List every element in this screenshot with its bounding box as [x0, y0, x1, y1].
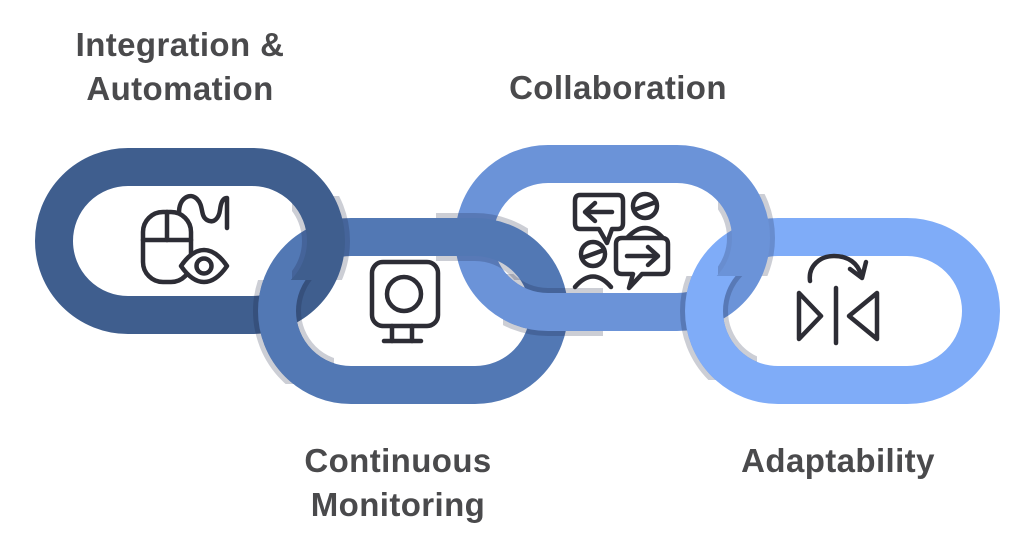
label-line: Automation [86, 70, 274, 107]
label-line: Integration & [75, 26, 285, 63]
mouse-eye-automation-icon [140, 193, 230, 285]
label-line: Continuous [304, 442, 492, 479]
people-conversation-icon [572, 191, 671, 291]
label-line: Adaptability [741, 442, 935, 479]
label-collaboration: Collaboration [509, 66, 727, 110]
flip-refresh-icon [796, 253, 880, 346]
monitor-icon [369, 259, 441, 344]
label-adaptability: Adaptability [741, 439, 935, 483]
label-continuous-monitoring: Continuous Monitoring [304, 439, 491, 527]
label-integration-automation: Integration & Automation [76, 23, 285, 111]
label-line: Monitoring [310, 486, 486, 523]
label-line: Collaboration [509, 69, 727, 106]
